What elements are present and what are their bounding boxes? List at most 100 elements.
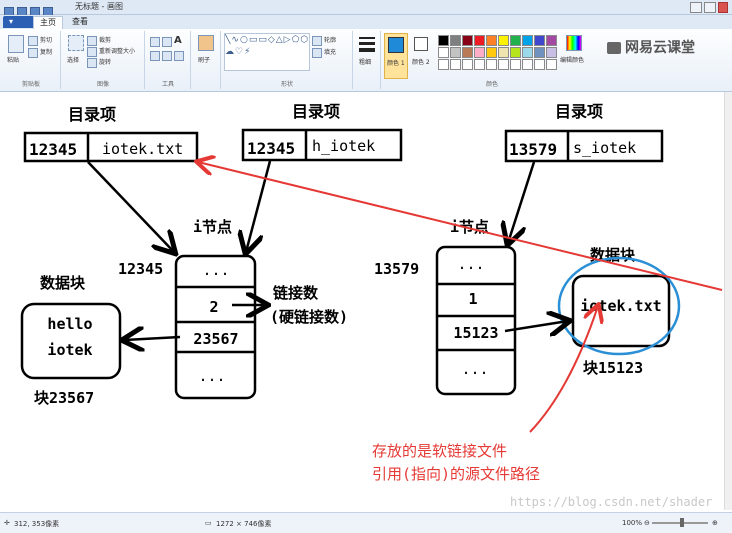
brand-logo: 网易云课堂 [607, 37, 695, 57]
status-bar: ✛ 312, 353像素 ▭ 1272 × 746像素 100% ⊖ ⊕ [0, 512, 732, 533]
link-count-label: 链接数 [273, 284, 319, 302]
color-swatch[interactable] [474, 47, 485, 58]
left-inode-number: 12345 [118, 260, 163, 278]
crop-button[interactable]: 裁剪 [87, 35, 111, 46]
color-swatch[interactable] [462, 47, 473, 58]
brush-icon[interactable] [198, 35, 214, 51]
resize-button[interactable]: 重新调整大小 [87, 46, 135, 57]
cut-button[interactable]: 剪切 [28, 35, 52, 46]
zoom-out-button[interactable]: ⊖ [644, 519, 650, 527]
left-data-line-1: hello [47, 315, 92, 333]
custom-color-swatch[interactable] [462, 59, 473, 70]
right-inode-link-count: 1 [468, 290, 477, 308]
highlight-circle [557, 256, 681, 356]
color-swatch[interactable] [438, 47, 449, 58]
right-dir-filename: s_iotek [573, 139, 636, 157]
color-swatch[interactable] [546, 47, 557, 58]
select-icon[interactable] [68, 35, 84, 51]
rotate-icon [87, 57, 97, 68]
custom-color-swatch[interactable] [450, 59, 461, 70]
tab-view[interactable]: 查看 [72, 17, 88, 26]
left-data-line-2: iotek [47, 341, 92, 359]
color-swatch[interactable] [498, 35, 509, 46]
eraser-tool[interactable] [150, 51, 162, 61]
maximize-button[interactable] [704, 2, 716, 13]
custom-color-swatch[interactable] [510, 59, 521, 70]
text-tool[interactable]: A [174, 35, 182, 46]
minimize-button[interactable] [690, 2, 702, 13]
right-inode-cell-4: ... [461, 360, 488, 378]
color-swatch[interactable] [498, 47, 509, 58]
color1-swatch [388, 37, 404, 53]
color2-label: 颜色 2 [412, 59, 430, 66]
custom-color-swatch[interactable] [534, 59, 545, 70]
outline-button[interactable]: 轮廓 [312, 35, 336, 46]
color2-swatch [414, 37, 428, 51]
tab-home[interactable]: 主页 [33, 16, 63, 29]
note-pointer-arrow [529, 306, 598, 433]
size-button[interactable]: 粗细 [359, 59, 372, 66]
color-swatch[interactable] [522, 35, 533, 46]
right-inode-label: i节点 [450, 218, 489, 236]
color-swatch[interactable] [510, 47, 521, 58]
select-button[interactable]: 选择 [67, 57, 80, 64]
resize-icon [87, 46, 97, 57]
color-swatch[interactable] [546, 35, 557, 46]
drawing-canvas[interactable]: 目录项 12345 iotek.txt 目录项 12345 h_iotek 目录… [0, 92, 725, 510]
magnifier-tool[interactable] [174, 51, 186, 61]
left-inode-cell-4: ... [198, 367, 225, 385]
watermark: https://blog.csdn.net/shader [510, 495, 712, 509]
file-menu-button[interactable]: ▾ [3, 16, 35, 28]
custom-color-swatch[interactable] [486, 59, 497, 70]
left-inode-cell-1: ... [202, 261, 229, 279]
color-swatch[interactable] [438, 35, 449, 46]
custom-color-swatch[interactable] [498, 59, 509, 70]
cursor-icon: ✛ [4, 519, 10, 527]
note-line-1: 存放的是软链接文件 [372, 442, 507, 460]
fill-tool[interactable] [162, 37, 174, 47]
brushes-button[interactable]: 刷子 [198, 57, 211, 64]
shapes-gallery[interactable]: ╲∿○▭▭◇△▷⬠⬡◁⇨⇧⇩✦☆✩✪▭◯☁♡⚡ [224, 33, 310, 71]
color1-selector[interactable]: 颜色 1 [384, 33, 408, 79]
paste-icon[interactable] [8, 35, 24, 53]
custom-color-swatch[interactable] [522, 59, 533, 70]
image-group: 选择 裁剪 重新调整大小 旋转 图像 [62, 31, 145, 89]
shapes-group: ╲∿○▭▭◇△▷⬠⬡◁⇨⇧⇩✦☆✩✪▭◯☁♡⚡ 轮廓 填充 形状 [222, 31, 353, 89]
color-swatch[interactable] [534, 47, 545, 58]
scissors-icon [28, 35, 38, 46]
rotate-button[interactable]: 旋转 [87, 57, 111, 68]
zoom-slider-thumb[interactable] [680, 518, 684, 527]
color-swatch[interactable] [522, 47, 533, 58]
custom-color-swatch[interactable] [438, 59, 449, 70]
edit-colors-button[interactable]: 编辑颜色 [560, 57, 585, 64]
custom-color-swatch[interactable] [474, 59, 485, 70]
eyedropper-icon [162, 51, 172, 61]
left-dir-entry-box [23, 131, 199, 163]
color-swatch[interactable] [486, 35, 497, 46]
right-dir-to-inode-arrow [508, 161, 536, 243]
copy-button[interactable]: 复制 [28, 47, 52, 58]
right-block-pointer-arrow [504, 321, 568, 331]
tools-group-label: 工具 [161, 81, 174, 88]
color-picker-tool[interactable] [162, 51, 174, 61]
custom-color-swatch[interactable] [546, 59, 557, 70]
pencil-tool[interactable] [150, 37, 162, 47]
color-swatch[interactable] [474, 35, 485, 46]
color-swatch[interactable] [450, 35, 461, 46]
close-button[interactable] [718, 2, 728, 13]
edit-colors-icon[interactable] [566, 35, 582, 51]
quick-access-toolbar[interactable] [4, 2, 64, 17]
middle-dir-to-inode-arrow [246, 160, 272, 252]
color-swatch[interactable] [450, 47, 461, 58]
right-dir-entry-box [504, 129, 664, 163]
zoom-in-button[interactable]: ⊕ [712, 519, 718, 527]
color-swatch[interactable] [510, 35, 521, 46]
paste-button[interactable]: 粘贴 [7, 57, 20, 64]
fill-button[interactable]: 填充 [312, 47, 336, 58]
color2-selector[interactable]: 颜色 2 [410, 33, 432, 77]
color-swatch[interactable] [534, 35, 545, 46]
color-swatch[interactable] [486, 47, 497, 58]
color-swatch[interactable] [462, 35, 473, 46]
canvas-size: 1272 × 746像素 [216, 520, 272, 528]
vertical-scrollbar[interactable] [724, 92, 732, 510]
